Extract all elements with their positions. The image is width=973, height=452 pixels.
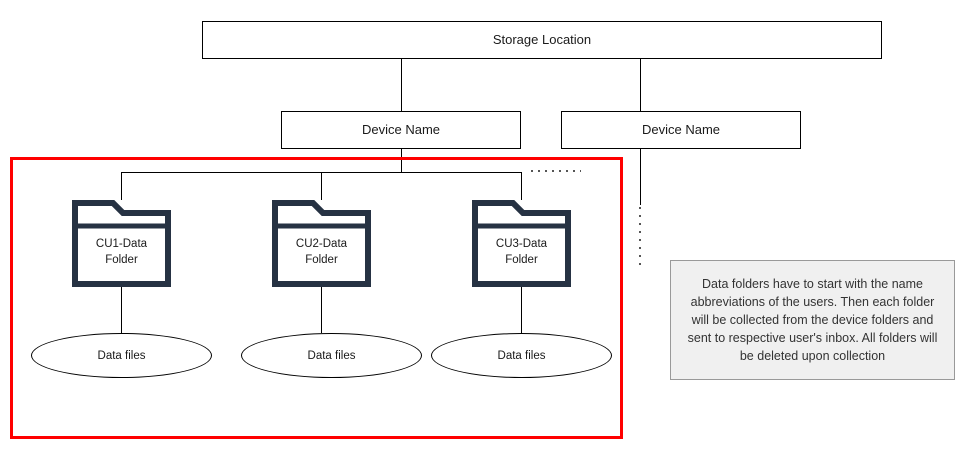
folder-cu3[interactable]: CU3-Data Folder xyxy=(471,199,572,288)
folder-icon xyxy=(472,200,571,287)
node-device-name-1-label: Device Name xyxy=(361,121,441,137)
node-data-files-3-label: Data files xyxy=(497,349,546,362)
connector-folder1-to-datafiles xyxy=(121,287,122,333)
connector-branch-to-folder-2 xyxy=(321,172,322,200)
folder-cu1[interactable]: CU1-Data Folder xyxy=(71,199,172,288)
folder-icon xyxy=(72,200,171,287)
connector-device2-down xyxy=(640,149,641,205)
node-device-name-1[interactable]: Device Name xyxy=(281,111,521,149)
node-storage-location-label: Storage Location xyxy=(492,31,592,47)
connector-device1-down xyxy=(401,149,402,173)
node-data-files-3[interactable]: Data files xyxy=(431,333,612,378)
node-storage-location[interactable]: Storage Location xyxy=(202,21,882,59)
connector-branch-to-folder-1 xyxy=(121,172,122,200)
node-data-files-1[interactable]: Data files xyxy=(31,333,212,378)
node-data-files-1-label: Data files xyxy=(97,349,146,362)
connector-storage-to-device-2 xyxy=(640,59,641,111)
node-data-files-2[interactable]: Data files xyxy=(241,333,422,378)
connector-storage-to-device-1 xyxy=(401,59,402,111)
dotted-branch-continuation-icon xyxy=(531,170,581,172)
folder-cu2[interactable]: CU2-Data Folder xyxy=(271,199,372,288)
note-box-text: Data folders have to start with the name… xyxy=(687,276,938,364)
folder-icon xyxy=(272,200,371,287)
node-device-name-2[interactable]: Device Name xyxy=(561,111,801,149)
note-box: Data folders have to start with the name… xyxy=(670,260,955,380)
node-data-files-2-label: Data files xyxy=(307,349,356,362)
dotted-device2-continuation-icon xyxy=(639,207,641,265)
connector-folder3-to-datafiles xyxy=(521,287,522,333)
node-device-name-2-label: Device Name xyxy=(641,121,721,137)
connector-folder2-to-datafiles xyxy=(321,287,322,333)
connector-branch-to-folder-3 xyxy=(521,172,522,200)
